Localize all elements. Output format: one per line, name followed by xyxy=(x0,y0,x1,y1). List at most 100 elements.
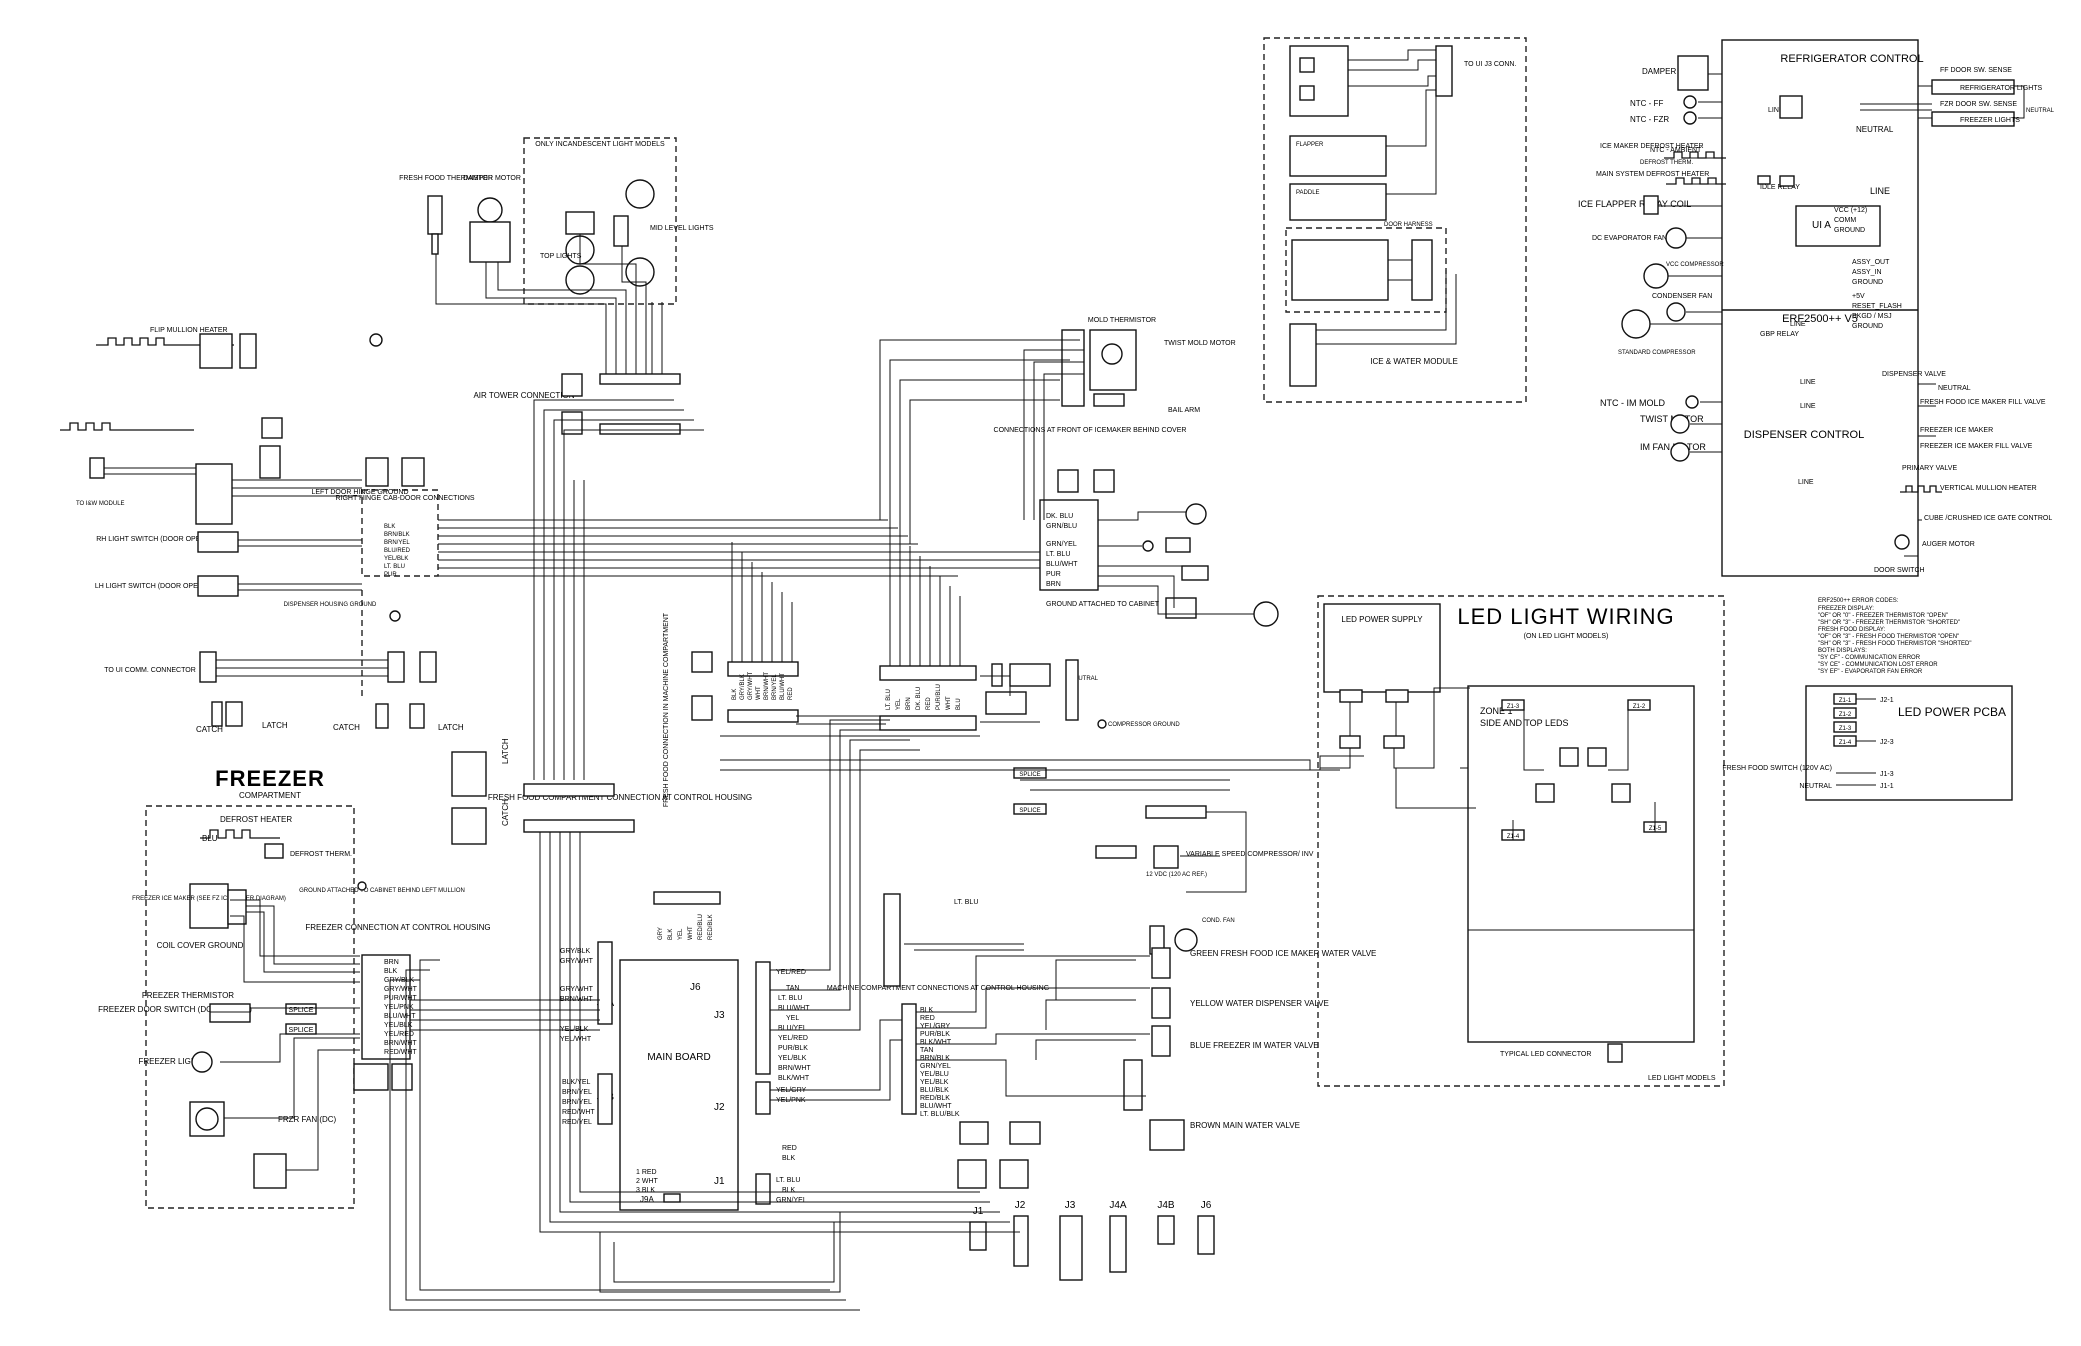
freezer-light-label: FREEZER LIGHT xyxy=(138,1057,201,1066)
iw-module-wiring xyxy=(1316,49,1457,345)
svg-text:RED/BLK: RED/BLK xyxy=(920,1095,950,1102)
error-codes-block: ERF2500++ ERROR CODES: FREEZER DISPLAY: … xyxy=(1818,598,1971,675)
j4a-wires: GRY/BLK GRY/WHT GRY/WHT BRN/WHT YEL/BLK … xyxy=(560,948,594,1043)
hinge-plug-2 xyxy=(401,457,425,487)
svg-text:WHT: WHT xyxy=(946,696,952,710)
svg-text:YEL/WHT: YEL/WHT xyxy=(560,1036,592,1043)
vcc-compressor-icon xyxy=(1643,263,1669,289)
pcba-wiring xyxy=(1836,698,1876,786)
freezer-ground-icon xyxy=(357,881,367,891)
ui-a-box xyxy=(1795,205,1881,247)
dispenser-valve-label: DISPENSER VALVE xyxy=(1882,371,1946,378)
svg-text:BLU/WHT: BLU/WHT xyxy=(778,1005,810,1012)
main-defrost-label: MAIN SYSTEM DEFROST HEATER xyxy=(1596,171,1709,178)
svg-text:ERF2500++ ERROR CODES:: ERF2500++ ERROR CODES: xyxy=(1818,598,1899,604)
svg-text:WHT: WHT xyxy=(688,926,694,940)
door-harness-connector xyxy=(1411,239,1433,301)
freezer-plug-b xyxy=(391,1063,413,1091)
defrost-therm-label: DEFROST THERM. xyxy=(290,851,352,858)
ntc-ambient-label: NTC - AMBIENT xyxy=(1650,147,1702,154)
ff-thermistor-label: FRESH FOOD THERMISTOR xyxy=(399,175,493,182)
top-lights-label: TOP LIGHTS xyxy=(540,253,582,260)
freezer-connection-label: FREEZER CONNECTION AT CONTROL HOUSING xyxy=(305,923,490,932)
vertical-mullion-label: VERTICAL MULLION HEATER xyxy=(1940,485,2037,492)
twist-motor-icon xyxy=(1670,414,1690,434)
damper-motor-block xyxy=(469,221,511,263)
rh-light-switch-label: RH LIGHT SWITCH (DOOR OPEN) xyxy=(96,536,207,543)
left-door-wiring xyxy=(104,467,388,677)
freezer-icemaker-label: FREEZER ICE MAKER (SEE FZ ICE MAKER DIAG… xyxy=(132,896,286,902)
assy-out-label: ASSY_OUT xyxy=(1852,259,1890,266)
svg-text:YEL/BLK: YEL/BLK xyxy=(920,1079,949,1086)
twist-mold-motor-label: TWIST MOLD MOTOR xyxy=(1164,340,1236,347)
j1-wires: LT. BLU BLK GRN/YEL xyxy=(776,1177,807,1204)
dispenser-control-label: DISPENSER CONTROL xyxy=(1744,429,1864,441)
machine-top-connector-b xyxy=(879,715,977,731)
blue-valve-connector xyxy=(1151,1025,1171,1057)
latch-label-2: LATCH xyxy=(438,723,464,732)
led-power-pcba-box xyxy=(1805,685,2013,801)
defrost-therm-r-label: DEFROST THERM. xyxy=(1640,160,1693,166)
refrig-lights-label: REFRIGERATOR LIGHTS xyxy=(1960,85,2043,92)
svg-text:YEL/BLK: YEL/BLK xyxy=(778,1055,807,1062)
iw-j3-connector xyxy=(1435,45,1453,97)
catch-label-2: CATCH xyxy=(333,723,360,732)
ntc-ff-label: NTC - FF xyxy=(1630,99,1663,108)
svg-text:YEL: YEL xyxy=(896,698,902,710)
typical-led-connector xyxy=(1607,1043,1623,1063)
svg-text:BRN/WHT: BRN/WHT xyxy=(764,672,770,700)
defrost-heater-element xyxy=(200,829,280,839)
coil-cover-ground-label: COIL COVER GROUND xyxy=(157,941,244,950)
machine-top-connector-a xyxy=(879,665,977,681)
svg-text:RED: RED xyxy=(788,687,794,700)
svg-text:"OF" OR "0" - FREEZER THERMIST: "OF" OR "0" - FREEZER THERMISTOR "OPEN" xyxy=(1818,613,1948,619)
bail-arm-label: BAIL ARM xyxy=(1168,407,1200,414)
yellow-valve-connector xyxy=(1151,987,1171,1019)
ff-thermistor-symbol xyxy=(427,195,443,235)
icemaker-front-block xyxy=(1039,499,1099,591)
svg-text:BLU: BLU xyxy=(956,698,962,710)
led-supply-plug-a xyxy=(1339,735,1361,749)
splice-1 xyxy=(285,1003,317,1015)
compressor-ground-label: COMPRESSOR GROUND xyxy=(1108,722,1180,728)
bottom-plug-3 xyxy=(957,1159,987,1189)
svg-text:RED: RED xyxy=(920,1015,935,1022)
ff-compartment-connector-bottom xyxy=(523,819,635,833)
icemaker-defrost-element xyxy=(1664,151,1726,159)
svg-text:"SH" OR "3" - FREEZER THERMIST: "SH" OR "3" - FREEZER THERMISTOR "SHORTE… xyxy=(1818,620,1960,626)
ntc-im-mold-label: NTC - IM MOLD xyxy=(1600,398,1665,408)
svg-text:PUR: PUR xyxy=(384,572,397,578)
main-defrost-element xyxy=(1666,177,1726,185)
mid-lights-connector xyxy=(613,215,629,247)
refrigerator-control-board xyxy=(1721,39,1919,577)
to-ui-comm-label: TO UI COMM. CONNECTOR xyxy=(104,667,196,674)
svg-text:BRN/YEL: BRN/YEL xyxy=(772,674,778,700)
led-icon-4 xyxy=(1611,783,1631,803)
j6-top-connector xyxy=(653,891,721,905)
freezer-connection-block xyxy=(361,954,411,1060)
led-pcba-label: LED POWER PCBA xyxy=(1898,705,2006,719)
splice-block-b xyxy=(991,663,1003,687)
j2-connector xyxy=(755,1081,771,1115)
led-icon-1 xyxy=(1559,747,1579,767)
icemaker-connections-label: CONNECTIONS AT FRONT OF ICEMAKER BEHIND … xyxy=(994,427,1187,434)
right-hinge-plug-a xyxy=(259,445,281,479)
defrost-heater-label: DEFROST HEATER xyxy=(220,815,292,824)
svg-text:BLU/WHT: BLU/WHT xyxy=(780,673,786,700)
svg-text:GRY/WHT: GRY/WHT xyxy=(384,986,418,993)
led-subtitle: (ON LED LIGHT MODELS) xyxy=(1524,633,1609,640)
compressor-inverter-connector xyxy=(1145,805,1207,819)
yellow-valve-label: YELLOW WATER DISPENSER VALVE xyxy=(1190,999,1329,1008)
catch-connector-right xyxy=(375,703,389,729)
ff-machine-plug-2 xyxy=(691,695,713,721)
ui-a-label: UI A xyxy=(1812,220,1831,231)
svg-text:YEL/RED: YEL/RED xyxy=(384,1031,414,1038)
svg-text:"OF" OR "3" - FRESH FOOD THERM: "OF" OR "3" - FRESH FOOD THERMISTOR "OPE… xyxy=(1818,634,1959,640)
vdc-note: 12 VDC (120 AC REF.) xyxy=(1146,872,1207,878)
machine-top-connector xyxy=(1065,659,1079,721)
svg-text:BRN/BLK: BRN/BLK xyxy=(384,532,410,538)
defrost-heater-wire: BLU xyxy=(202,834,218,843)
svg-text:LT. BLU/BLK: LT. BLU/BLK xyxy=(920,1111,960,1118)
svg-text:WHT: WHT xyxy=(756,686,762,700)
